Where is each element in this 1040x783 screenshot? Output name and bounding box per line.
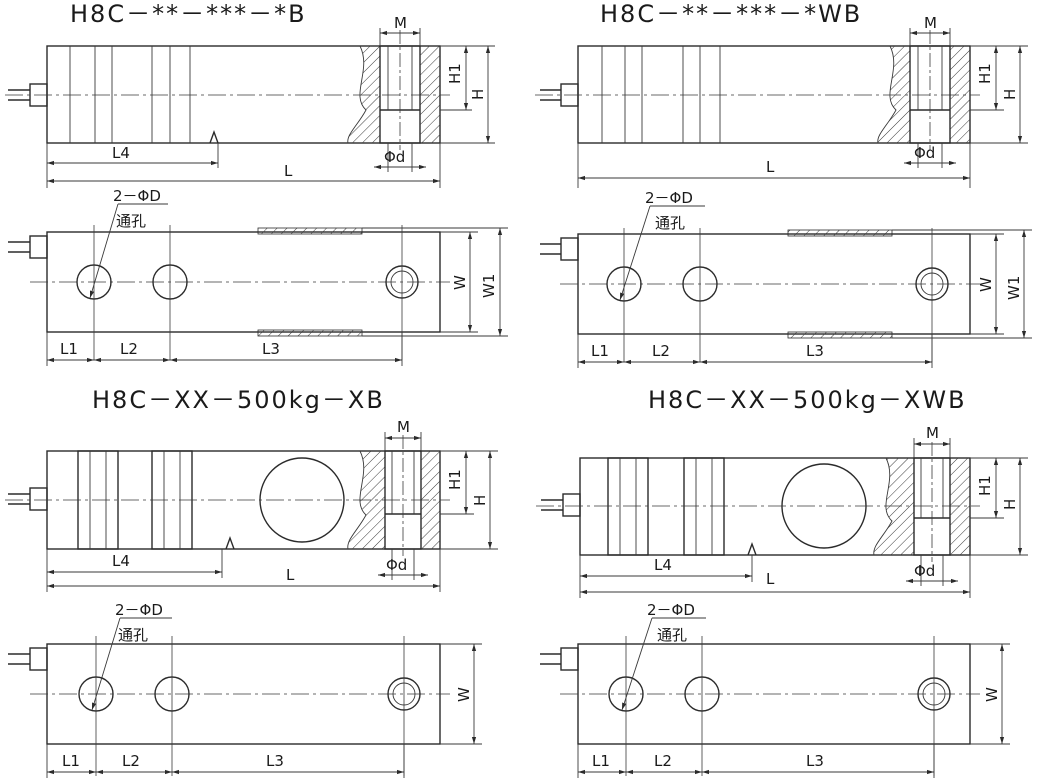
dim-W: W — [977, 277, 995, 292]
hole-note-2: 通孔 — [657, 626, 687, 644]
gauge-cavity — [781, 463, 867, 549]
panel-title: H8C－XX－500kg－XWB — [648, 386, 967, 414]
dim-L: L — [284, 162, 293, 180]
dim-H1: H1 — [976, 63, 994, 84]
panel-1: H8C－**－***－*B — [5, 0, 508, 366]
dim-L3: L3 — [262, 340, 280, 358]
side-view: M H1 H L Φd — [535, 14, 1028, 188]
dim-L: L — [286, 566, 295, 584]
dim-L: L — [766, 570, 775, 588]
panel-3: H8C－XX－500kg－XB M — [5, 386, 498, 778]
dim-L2: L2 — [652, 342, 670, 360]
dim-W: W — [451, 275, 469, 290]
side-view: M H1 H L4 L Φd — [5, 14, 495, 188]
dim-H: H — [1001, 499, 1019, 510]
top-view: 2－ΦD 通孔 W L1 L2 L3 — [540, 601, 1010, 778]
side-view: M H1 H L4 L Φd — [536, 424, 1028, 598]
dim-H: H — [1001, 89, 1019, 100]
dim-L2: L2 — [122, 752, 140, 770]
dim-d: Φd — [914, 562, 935, 580]
side-view: M H1 H L4 L Φd — [5, 418, 498, 592]
beam-body — [577, 45, 971, 144]
dim-L1: L1 — [591, 342, 609, 360]
dim-M: M — [394, 14, 407, 32]
dim-H: H — [471, 495, 489, 506]
top-view: 2－ΦD 通孔 W W1 L1 L2 L3 — [540, 189, 1032, 368]
hole-note: 2－ΦD — [645, 189, 693, 207]
dim-L4: L4 — [112, 144, 130, 162]
dim-L1: L1 — [62, 752, 80, 770]
hole-note-2: 通孔 — [116, 212, 146, 230]
dim-W1: W1 — [1005, 276, 1023, 300]
dim-M: M — [924, 14, 937, 32]
top-view: 2－ΦD 通孔 W W1 L1 L2 L3 — [8, 187, 508, 366]
dim-L2: L2 — [120, 340, 138, 358]
panel-2: H8C－**－***－*WB M — [535, 0, 1032, 368]
dim-W1: W1 — [480, 274, 498, 298]
panel-title: H8C－XX－500kg－XB — [92, 386, 385, 414]
top-view: 2－ΦD 通孔 W L1 L2 L3 — [8, 601, 482, 778]
dim-H: H — [469, 89, 487, 100]
dim-H1: H1 — [976, 475, 994, 496]
dim-L1: L1 — [592, 752, 610, 770]
hole-note-2: 通孔 — [655, 214, 685, 232]
dim-W: W — [983, 687, 1001, 702]
hole-note: 2－ΦD — [115, 601, 163, 619]
panel-title: H8C－**－***－*B — [70, 0, 307, 28]
dim-L3: L3 — [806, 342, 824, 360]
dim-L3: L3 — [806, 752, 824, 770]
dim-M: M — [397, 418, 410, 436]
beam-body — [46, 45, 441, 144]
panel-title: H8C－**－***－*WB — [600, 0, 862, 28]
dim-d: Φd — [914, 144, 935, 162]
dim-M: M — [926, 424, 939, 442]
dim-d: Φd — [384, 148, 405, 166]
dim-d: Φd — [386, 556, 407, 574]
hole-note-2: 通孔 — [118, 626, 148, 644]
hole-note: 2－ΦD — [113, 187, 161, 205]
dim-L2: L2 — [654, 752, 672, 770]
hole-note: 2－ΦD — [647, 601, 695, 619]
dim-L1: L1 — [60, 340, 78, 358]
dim-H1: H1 — [446, 469, 464, 490]
dim-H1: H1 — [446, 63, 464, 84]
dim-L4: L4 — [654, 556, 672, 574]
dim-W: W — [455, 687, 473, 702]
dim-L4: L4 — [112, 552, 130, 570]
dim-L3: L3 — [266, 752, 284, 770]
dim-L: L — [766, 158, 775, 176]
panel-4: H8C－XX－500kg－XWB M — [536, 386, 1028, 778]
